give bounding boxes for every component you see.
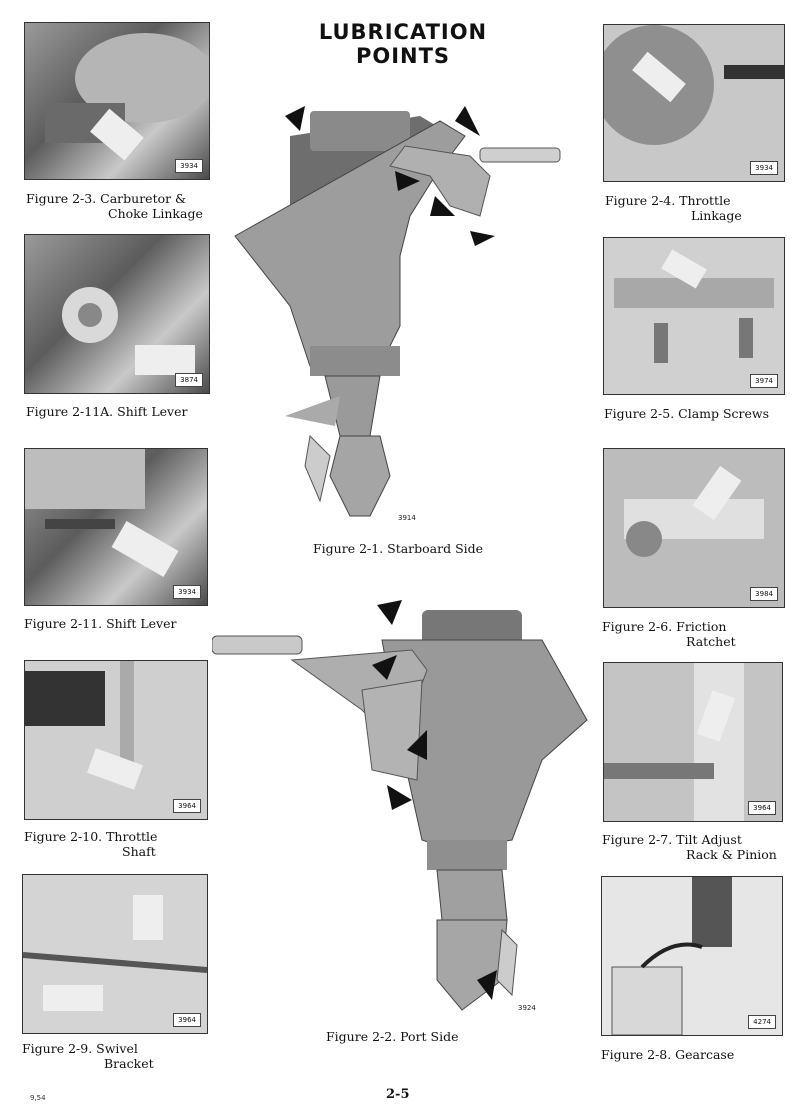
engine-port-illustration: 3924: [212, 600, 592, 1020]
footer-code: 9,54: [30, 1094, 46, 1102]
engine-port-number: 3924: [518, 1004, 536, 1012]
caption-figure-2-7: Figure 2-7. Tilt Adjust Rack & Pinion: [602, 832, 777, 862]
caption-figure-2-3: Figure 2-3. Carburetor & Choke Linkage: [26, 191, 203, 221]
caption-figure-2-10: Figure 2-10. Throttle Shaft: [24, 829, 158, 859]
photo-number: 3934: [175, 159, 203, 173]
caption-figure-2-1: Figure 2-1. Starboard Side: [313, 541, 484, 556]
caption-figure-2-11a: Figure 2-11A. Shift Lever: [26, 404, 188, 419]
photo-number: 3974: [750, 374, 778, 388]
photo-number: 3934: [750, 161, 778, 175]
photo-friction-ratchet: 3984: [603, 448, 785, 608]
title-line-2: POINTS: [355, 44, 451, 68]
caption-figure-2-9: Figure 2-9. Swivel Bracket: [22, 1041, 154, 1071]
caption-figure-2-8: Figure 2-8. Gearcase: [601, 1047, 735, 1062]
photo-number: 4274: [748, 1015, 776, 1029]
photo-carburetor-choke-linkage: 3934: [24, 22, 210, 180]
photo-swivel-bracket: 3964: [22, 874, 208, 1034]
photo-shift-lever-11: 3934: [24, 448, 208, 606]
photo-shift-lever-11a: 3874: [24, 234, 210, 394]
page-title: LUBRICATION POINTS: [268, 20, 538, 68]
photo-number: 3964: [173, 1013, 201, 1027]
photo-number: 3984: [750, 587, 778, 601]
caption-figure-2-6: Figure 2-6. Friction Ratchet: [602, 619, 736, 649]
photo-tilt-adjust-rack-pinion: 3964: [603, 662, 783, 822]
photo-gearcase: 4274: [601, 876, 783, 1036]
photo-clamp-screws: 3974: [603, 237, 785, 395]
photo-number: 3874: [175, 373, 203, 387]
caption-figure-2-5: Figure 2-5. Clamp Screws: [604, 406, 770, 421]
photo-throttle-linkage: 3934: [603, 24, 785, 182]
engine-starboard-illustration: 3914: [230, 96, 580, 526]
photo-throttle-shaft: 3964: [24, 660, 208, 820]
photo-number: 3934: [173, 585, 201, 599]
caption-figure-2-11: Figure 2-11. Shift Lever: [24, 616, 177, 631]
engine-starboard-number: 3914: [398, 514, 416, 522]
photo-number: 3964: [748, 801, 776, 815]
title-line-1: LUBRICATION: [318, 20, 488, 44]
photo-number: 3964: [173, 799, 201, 813]
caption-figure-2-2: Figure 2-2. Port Side: [326, 1029, 459, 1044]
page-number: 2-5: [386, 1087, 410, 1102]
caption-figure-2-4: Figure 2-4. Throttle Linkage: [605, 193, 742, 223]
